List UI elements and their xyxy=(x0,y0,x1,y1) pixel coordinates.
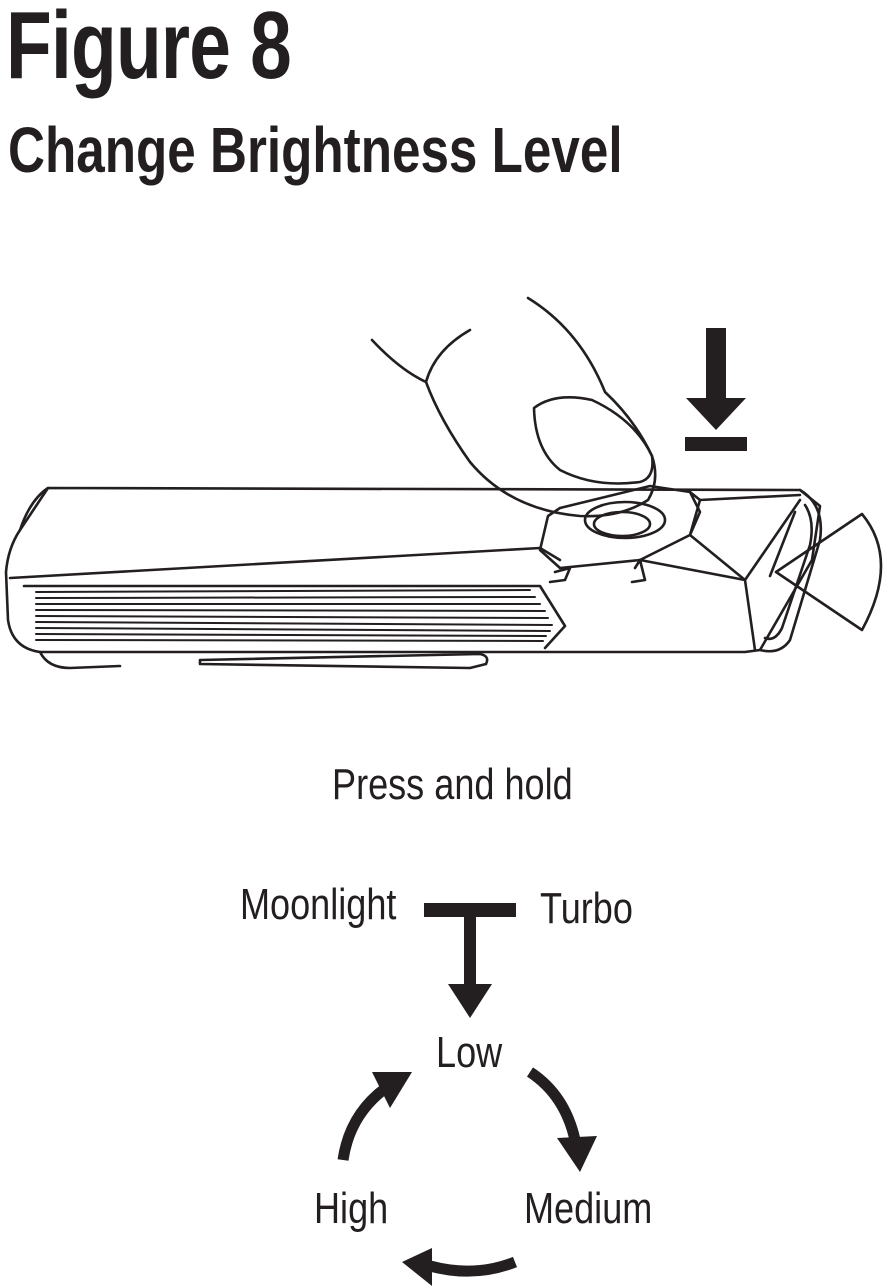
vent-grille xyxy=(35,589,553,642)
figure-subtitle: Change Brightness Level xyxy=(8,114,623,186)
cycle-arrowheads-icon xyxy=(372,1072,597,1286)
mode-moonlight-label: Moonlight xyxy=(240,880,397,929)
finger-icon xyxy=(370,296,657,518)
cycle-arrows-icon xyxy=(337,1067,581,1277)
press-down-arrow-icon xyxy=(685,328,747,451)
instruction-label: Press and hold xyxy=(332,760,573,809)
mode-low-label: Low xyxy=(436,1028,503,1077)
mode-turbo-label: Turbo xyxy=(540,884,633,933)
light-beam-icon xyxy=(774,512,883,632)
figure-title: Figure 8 xyxy=(6,0,292,99)
mode-entry-arrow-icon xyxy=(424,903,516,1018)
mode-high-label: High xyxy=(314,1184,389,1233)
mode-medium-label: Medium xyxy=(524,1184,653,1233)
flashlight-body xyxy=(4,486,822,670)
